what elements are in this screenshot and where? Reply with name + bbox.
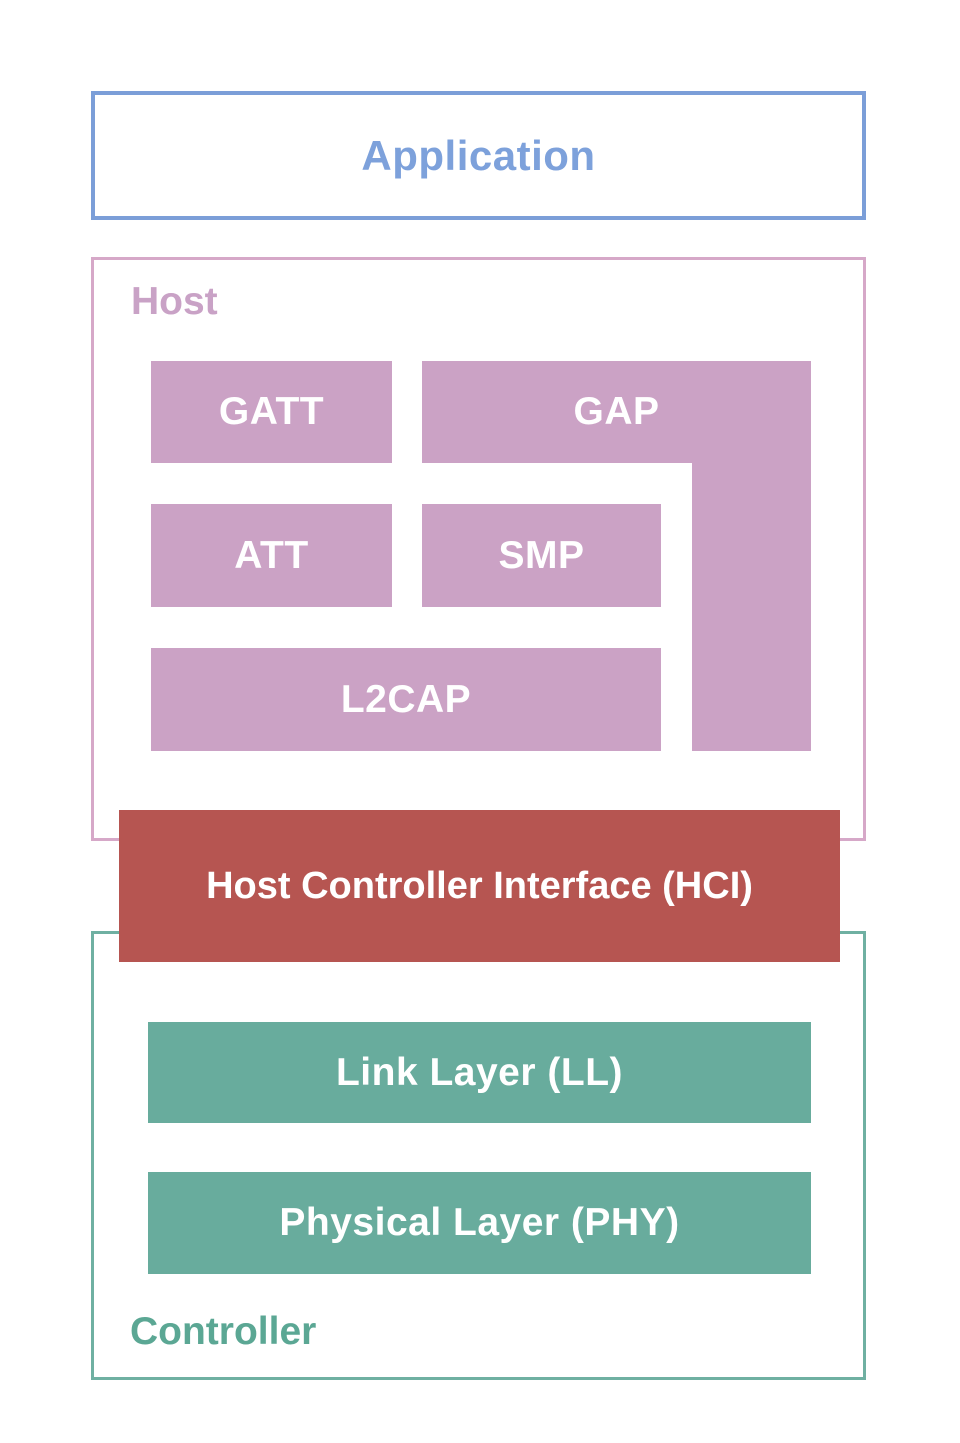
gap-block-arm — [692, 463, 811, 751]
l2cap-block: L2CAP — [151, 648, 661, 751]
gatt-block: GATT — [151, 361, 392, 463]
controller-label: Controller — [130, 1310, 317, 1353]
gap-block: GAP — [422, 361, 811, 463]
physical-layer-block: Physical Layer (PHY) — [148, 1172, 811, 1274]
smp-block: SMP — [422, 504, 661, 607]
link-layer-block: Link Layer (LL) — [148, 1022, 811, 1123]
application-label: Application — [361, 131, 596, 179]
att-block: ATT — [151, 504, 392, 607]
host-label: Host — [131, 280, 218, 323]
hci-block: Host Controller Interface (HCI) — [119, 810, 840, 962]
application-box: Application — [91, 91, 866, 220]
